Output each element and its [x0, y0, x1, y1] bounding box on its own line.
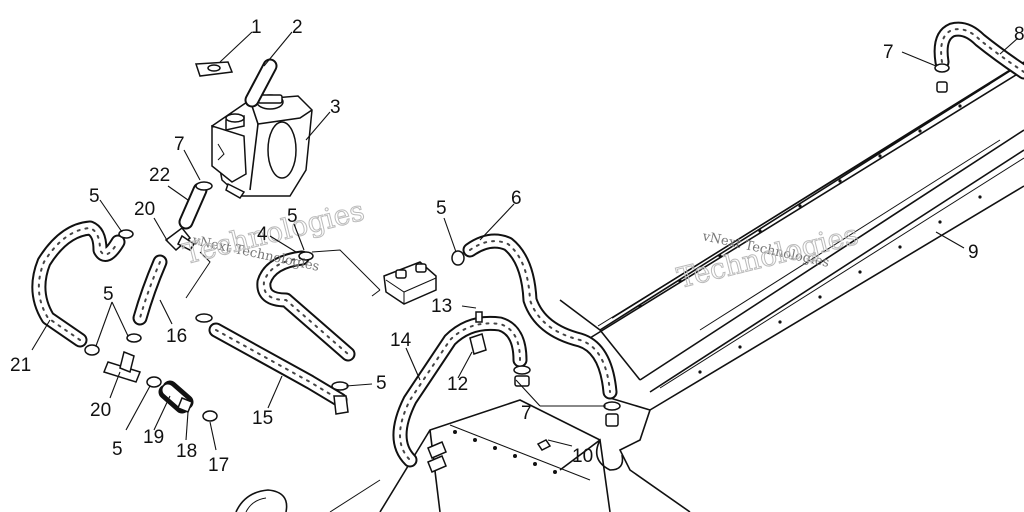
callout-10: 10: [572, 446, 593, 467]
callout-16: 16: [166, 326, 187, 347]
callout-5-hose4: 5: [287, 206, 298, 227]
hose-16: [126, 254, 168, 343]
hose-22: [178, 181, 213, 230]
callout-17: 17: [208, 455, 229, 476]
hose-4: [256, 250, 356, 362]
clamp-7-hose14-end: [513, 365, 531, 387]
hose-14: [392, 315, 528, 468]
callout-7-tank: 7: [174, 134, 185, 155]
callout-12: 12: [447, 374, 468, 395]
callout-5-left: 5: [89, 186, 100, 207]
callout-14: 14: [390, 330, 412, 351]
clamp-7-top: [934, 63, 950, 93]
bolt-13: [475, 311, 483, 323]
callout-22: 22: [149, 165, 170, 186]
callout-5-hose6: 5: [436, 198, 447, 219]
tee-fitting-20-lower: [84, 344, 141, 383]
callout-20-lower: 20: [90, 400, 111, 421]
callout-20-upper: 20: [134, 199, 155, 220]
frame-rails: [559, 61, 1024, 512]
callout-2: 2: [292, 17, 303, 38]
callout-19: 19: [143, 427, 164, 448]
callout-13: 13: [431, 296, 452, 317]
leader-thin-bypass: [185, 251, 211, 299]
fitting-10: [536, 439, 552, 451]
callout-5-lower: 5: [112, 439, 123, 460]
leader-thin-valve: [311, 249, 381, 291]
callout-5-mid: 5: [103, 284, 114, 305]
callout-4: 4: [257, 224, 268, 245]
bracket-12: [469, 333, 487, 355]
callout-21: 21: [10, 355, 31, 376]
callout-18: 18: [176, 441, 197, 462]
clamp-17: [202, 410, 218, 422]
hose-6: [451, 233, 618, 400]
clamp-5-mid: [195, 313, 213, 323]
coolant-tank: [211, 94, 313, 199]
leader-lines: [31, 31, 1019, 451]
callout-labels: 1 2 3 4 5 5 5 5 5 5 6 7 7 7 8 9 10 12 13…: [10, 17, 1024, 476]
watermark-outline-right: Technologies: [674, 218, 862, 295]
callout-6: 6: [511, 188, 522, 209]
tank-cap-gasket: [194, 61, 234, 77]
callout-8: 8: [1014, 24, 1024, 45]
hose-8: [933, 21, 1024, 80]
callout-9: 9: [968, 242, 979, 263]
valve-block: [371, 261, 437, 305]
callout-7-top: 7: [883, 42, 894, 63]
callout-15: 15: [252, 408, 273, 429]
bulkhead-plate: [235, 399, 611, 512]
callout-7-lower: 7: [521, 403, 532, 424]
callout-3: 3: [330, 97, 341, 118]
callout-5-hose15: 5: [376, 373, 387, 394]
vent-hose: [244, 58, 278, 108]
hose-15: [208, 322, 349, 415]
rivet-dots: [638, 104, 982, 374]
callout-1: 1: [251, 17, 262, 38]
hose-21: [31, 220, 134, 348]
clamp-7-hose6-end: [603, 401, 621, 427]
clamp-5-lower: [146, 376, 162, 388]
tee-fitting-20-upper: [164, 226, 196, 252]
